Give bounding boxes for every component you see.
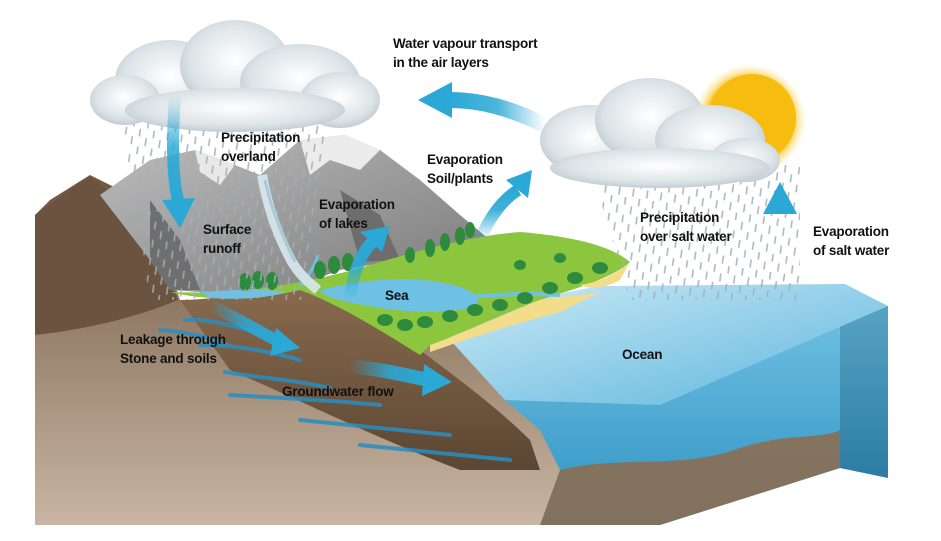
- rain-over-sea: [590, 165, 800, 300]
- label-precipitation-overland: Precipitation overland: [221, 130, 301, 164]
- arrow-groundwater-flow-icon: [349, 359, 452, 396]
- label-leakage: Leakage through Stone and soils: [120, 332, 226, 366]
- cloud-right: [540, 78, 780, 188]
- label-surface-runoff: Surface runoff: [203, 222, 252, 256]
- label-evaporation-of-lakes: Evaporation of lakes: [319, 197, 395, 231]
- label-precipitation-over-salt-water: Precipitation over salt water: [640, 210, 732, 244]
- label-groundwater-flow: Groundwater flow: [282, 384, 394, 399]
- label-vapour-transport: Water vapour transport in the air layers: [393, 36, 538, 70]
- cloud-left: [90, 20, 380, 132]
- label-evaporation-of-salt-water: Evaporation of salt water: [813, 224, 890, 258]
- waterfall: [257, 174, 322, 294]
- arrow-precipitation-overland-icon: [162, 94, 195, 228]
- arrow-evaporation-lakes-icon: [344, 226, 390, 301]
- arrow-evaporation-salt-water-icon: [763, 182, 797, 310]
- label-ocean: Ocean: [622, 347, 663, 362]
- arrow-vapour-transport-icon: [418, 82, 549, 133]
- label-evaporation-soil-plants: Evaporation Soil/plants: [427, 152, 503, 186]
- arrow-surface-runoff-icon: [207, 299, 300, 356]
- arrow-evaporation-soil-icon: [474, 170, 532, 243]
- label-sea: Sea: [385, 288, 409, 303]
